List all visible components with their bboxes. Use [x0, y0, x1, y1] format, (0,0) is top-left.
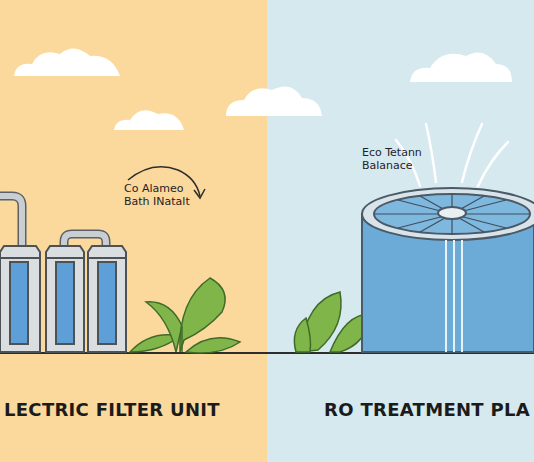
panel-title: RO TREATMENT PLA [324, 399, 530, 420]
callout-label: Co Alameo Bath INatalt [124, 182, 196, 208]
pipes [0, 196, 106, 246]
plant [130, 278, 240, 353]
panel-title: LECTRIC FILTER UNIT [4, 399, 220, 420]
callout-label: Eco Tetann Balanace [362, 146, 442, 172]
filter-tanks [0, 246, 126, 352]
clouds [14, 48, 512, 130]
left-ground [0, 0, 267, 462]
ro-tank [362, 188, 534, 352]
